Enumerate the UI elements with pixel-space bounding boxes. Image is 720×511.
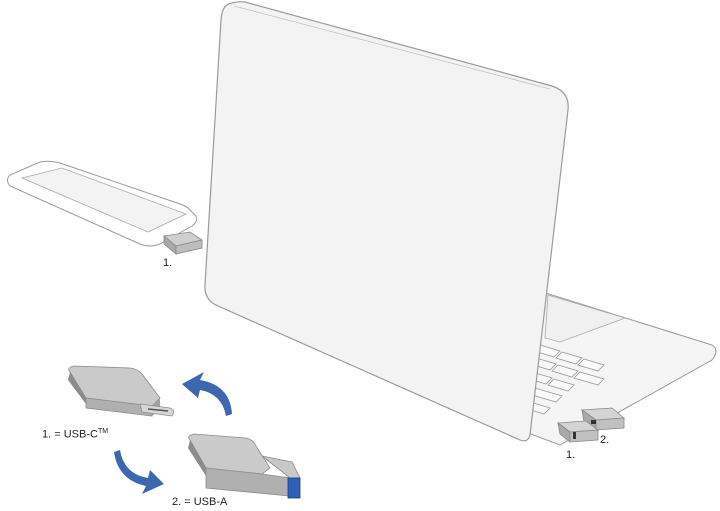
smartphone [7,160,197,247]
flash-drive-usb-c [68,365,174,417]
phone-screen [20,167,188,233]
flash-drive-in-phone [163,231,203,255]
phone-port-label: 1. [163,257,172,269]
legend-usb-a: 2. = USB-A [172,496,228,508]
legend-usb-c-text: 1. = USB-C [42,428,98,441]
curved-arrow-down-icon [114,450,164,494]
laptop-lid [204,1,569,442]
trackpad [544,294,627,343]
trademark-sup: TM [97,428,109,435]
laptop-port-2-label: 2. [600,434,609,446]
usb-a-blue-tongue [287,477,301,499]
flash-drive-laptop-usb-c [556,420,600,443]
laptop-port-1-label: 1. [566,449,575,461]
flash-drive-usb-a [188,433,301,499]
legend-usb-c: 1. = USB-CTM [42,428,108,441]
flash-drive-laptop-usb-a [580,407,626,431]
curved-arrow-up-icon [182,372,232,416]
